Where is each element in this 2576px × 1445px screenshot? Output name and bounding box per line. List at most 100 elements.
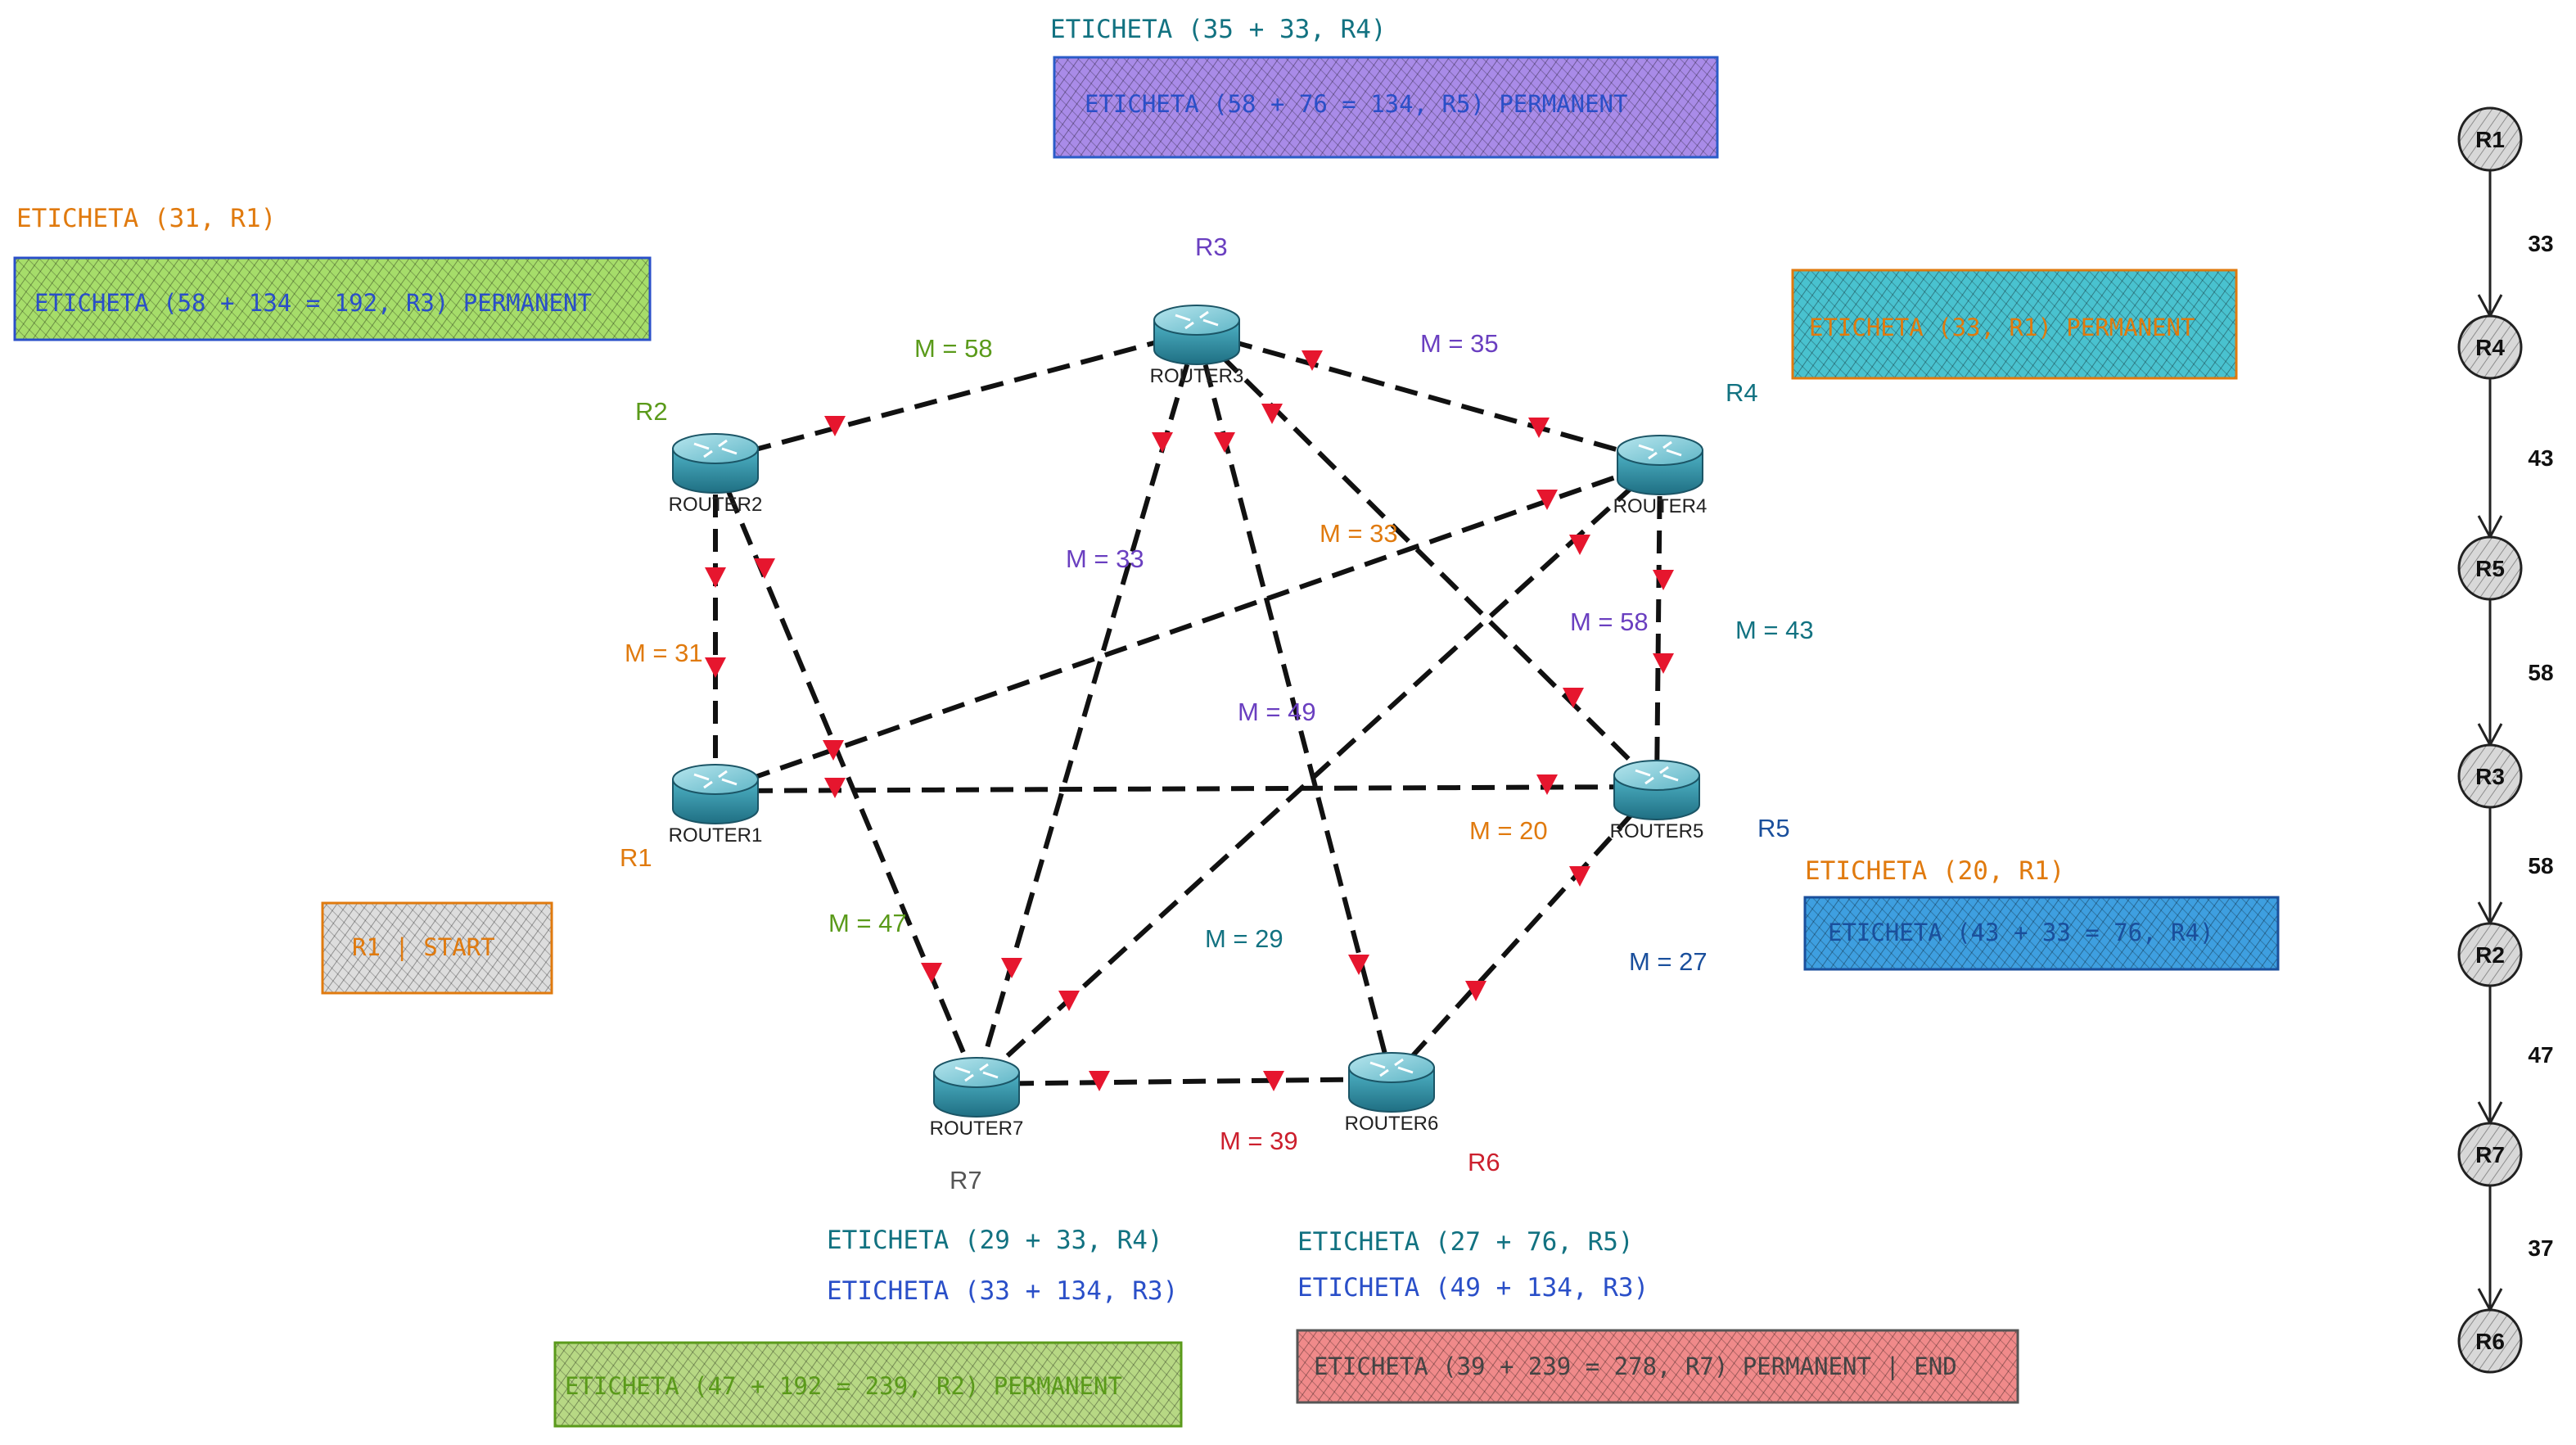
router-name: ROUTER5 [1610,820,1704,842]
direction-arrow-icon [1001,958,1022,978]
chain-node-label: R2 [2475,942,2505,968]
router-tag: R1 [620,843,652,872]
direction-arrow-icon [1536,774,1558,795]
chain-node-label: R1 [2475,127,2505,152]
direction-arrow-icon [1058,991,1080,1011]
link-R2-R3 [715,329,1198,463]
link-R3-R6 [1194,331,1394,1080]
right-box [1803,896,2280,971]
direction-arrow-icon [1263,1071,1284,1091]
chain-node-r2: R2 [2457,922,2523,987]
chain-weight: 58 [2528,660,2553,685]
chain-weight: 33 [2528,231,2553,256]
router-top [1153,305,1240,336]
router-name: ROUTER3 [1150,365,1244,387]
router-top [672,433,759,464]
direction-arrow-icon [705,657,726,678]
router-arrows-icon [693,439,738,458]
start-box-text: R1 | START [352,933,495,961]
chain-node-r3: R3 [2457,743,2523,809]
chain-node-r6: R6 [2457,1308,2523,1374]
router-name: ROUTER6 [1345,1113,1439,1135]
r6-box-text: ETICHETA (39 + 239 = 278, R7) PERMANENT … [1314,1352,1957,1380]
r7-box-text: ETICHETA (47 + 192 = 239, R2) PERMANENT [565,1372,1122,1400]
router-tag: R6 [1468,1148,1500,1176]
left-box [13,256,652,341]
direction-arrow-icon [705,567,726,588]
right-top-box-text: ETICHETA (33, R1) PERMANENT [1809,314,2195,341]
link-label-R1-R4: M = 33 [1320,519,1398,548]
direction-arrow-icon [1569,866,1590,887]
router-r5[interactable]: ROUTER5 R5 [1610,760,1790,842]
direction-arrow-icon [921,963,942,983]
router-arrows-icon [693,770,738,789]
r7-label-2: ETICHETA (33 + 134, R3) [827,1276,1178,1306]
link-R1-R4 [715,459,1661,793]
link-R5-R6 [1389,784,1659,1081]
router-r3[interactable]: ROUTER3 R3 [1150,233,1244,387]
routers-group: ROUTER1R1ROUTER2R2ROUTER3R3ROUTER4R4ROUT… [620,233,1790,1194]
link-label-R2-R7: M = 47 [828,909,907,937]
router-top [672,764,759,795]
router-top [1613,760,1700,791]
router-tag: R4 [1726,378,1758,407]
r7-label-1: ETICHETA (29 + 33, R4) [827,1226,1163,1255]
chain-node-r4: R4 [2457,314,2523,380]
router-arrows-icon [1635,765,1679,785]
chain-node-label: R6 [2475,1329,2505,1354]
link-R1-R5 [715,784,1658,793]
direction-arrow-icon [1089,1071,1110,1091]
router-arrows-icon [1175,310,1219,330]
router-tag: R7 [950,1166,982,1194]
router-name: ROUTER1 [669,824,763,847]
left-label: ETICHETA (31, R1) [16,204,276,233]
chain-node-label: R4 [2475,335,2505,360]
chain-weight: 47 [2528,1042,2553,1068]
direction-arrow-icon [823,740,844,761]
direction-arrow-icon [1653,570,1674,590]
r6-label-1: ETICHETA (27 + 76, R5) [1297,1227,1634,1257]
links-group [713,329,1662,1086]
chain-node-label: R3 [2475,764,2505,789]
direction-arrow-icon [1152,432,1173,453]
direction-arrow-icon [1465,981,1487,1001]
router-name: ROUTER7 [930,1118,1024,1140]
top-label: ETICHETA (35 + 33, R4) [1050,15,1387,44]
router-tag: R3 [1195,233,1228,261]
router-top [1348,1052,1435,1083]
link-R3-R7 [974,331,1199,1085]
router-tag: R5 [1757,814,1790,842]
router-top [933,1057,1020,1088]
link-label-R3-R5: M = 58 [1570,607,1649,636]
link-R2-R7 [713,458,979,1086]
chain-node-r1: R1 [2457,106,2523,172]
top-box [1053,56,1719,159]
link-R7-R6 [976,1077,1392,1086]
right-label: ETICHETA (20, R1) [1805,856,2064,886]
direction-arrow-icon [1536,490,1558,510]
chain-weight: 58 [2528,853,2553,878]
direction-arrow-icon [824,416,846,436]
r6-box [1296,1329,2019,1404]
arrows-group [705,350,1674,1091]
left-box-text: ETICHETA (58 + 134 = 192, R3) PERMANENT [34,289,592,317]
link-R3-R4 [1196,329,1661,464]
chain-node-label: R5 [2475,556,2505,581]
router-arrows-icon [1369,1058,1414,1077]
link-label-R2-R1: M = 31 [625,639,703,667]
link-label-R1-R5: M = 20 [1469,816,1548,845]
link-R4-R5 [1654,461,1662,788]
right-box-text: ETICHETA (43 + 33 = 76, R4) [1828,919,2213,946]
direction-arrow-icon [1261,404,1283,424]
chain-weight: 37 [2528,1235,2553,1261]
chain-node-r7: R7 [2457,1122,2523,1187]
r7-box [553,1341,1183,1428]
router-arrows-icon [1638,440,1682,460]
